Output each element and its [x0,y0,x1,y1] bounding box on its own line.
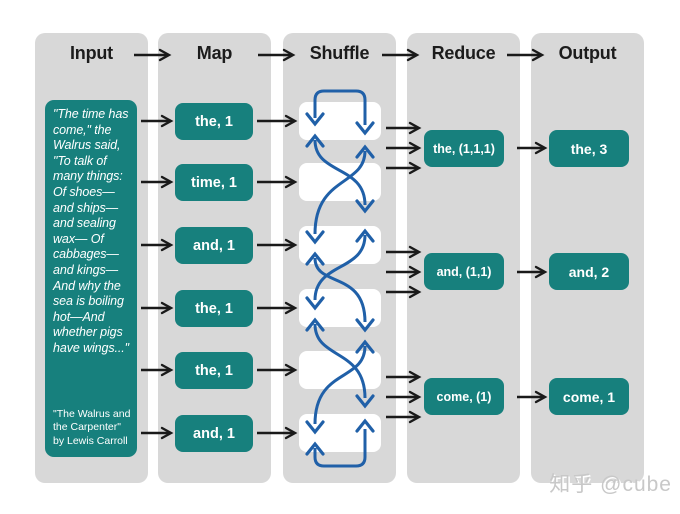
shuffle-slot [299,102,381,140]
input-quote-panel: "The time has come," the Walrus said, "T… [45,100,137,457]
reduce-group-box: and, (1,1) [424,253,504,290]
reduce-group-box: come, (1) [424,378,504,415]
shuffle-slot [299,226,381,264]
map-pair-box: the, 1 [175,290,253,327]
map-pair-box: the, 1 [175,352,253,389]
map-pair-box: and, 1 [175,227,253,264]
output-result-box: the, 3 [549,130,629,167]
quote-text: "The time has come," the Walrus said, "T… [53,107,129,355]
shuffle-slot [299,289,381,327]
reduce-group-box: the, (1,1,1) [424,130,504,167]
shuffle-slot [299,163,381,201]
stage-label-map: Map [196,43,233,63]
map-pair-box: the, 1 [175,103,253,140]
shuffle-slot [299,351,381,389]
output-result-box: come, 1 [549,378,629,415]
stage-label-reduce: Reduce [431,43,496,63]
map-pair-box: and, 1 [175,415,253,452]
stage-label-shuffle: Shuffle [309,43,370,63]
quote-attribution: "The Walrus and the Carpenter" by Lewis … [53,407,131,447]
watermark: 知乎 @cube [549,473,672,496]
stage-label-output: Output [558,43,617,63]
stage-label-input: Input [70,43,113,63]
output-result-box: and, 2 [549,253,629,290]
shuffle-slot [299,414,381,452]
map-pair-box: time, 1 [175,164,253,201]
